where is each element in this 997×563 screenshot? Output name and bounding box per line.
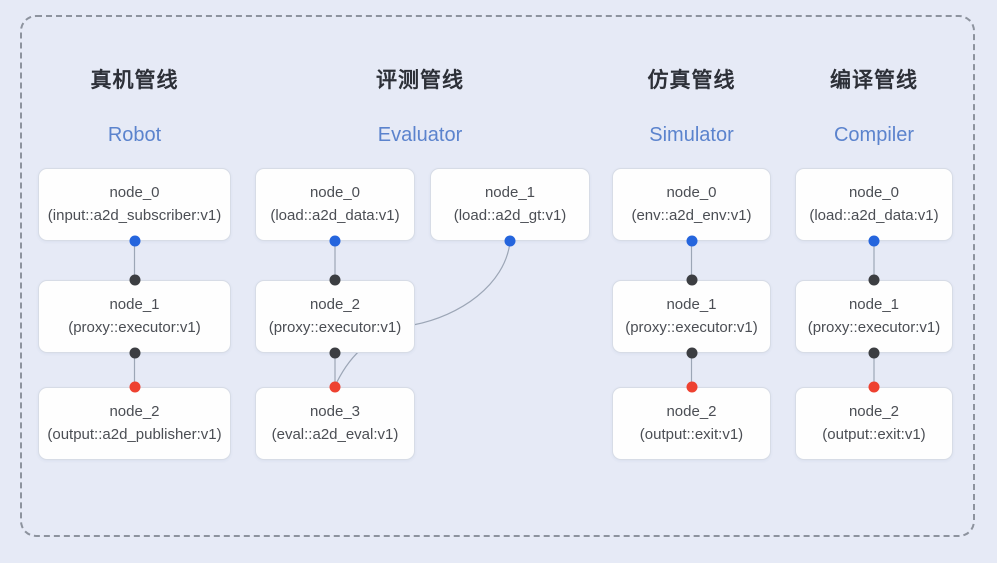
- node-detail: (eval::a2d_eval:v1): [271, 426, 399, 443]
- pipeline-title-en-simulator: Simulator: [649, 124, 734, 146]
- node-box-simulator-node_2: node_2 (output::exit:v1): [612, 387, 771, 460]
- pipeline-title-en-evaluator: Evaluator: [377, 124, 463, 146]
- output-port-dot: [686, 235, 697, 247]
- node-name: node_2: [666, 403, 717, 420]
- node-box-compiler-node_1: node_1 (proxy::executor:v1): [795, 280, 953, 353]
- node-box-evaluator-node_2: node_2 (proxy::executor:v1): [255, 280, 415, 353]
- input-port-dot: [129, 274, 140, 286]
- node-name: node_1: [484, 184, 536, 201]
- output-port-dot: [129, 347, 140, 359]
- node-detail: (proxy::executor:v1): [268, 319, 402, 336]
- node-name: node_0: [666, 184, 717, 201]
- node-box-evaluator-node_1: node_1 (load::a2d_gt:v1): [430, 168, 590, 241]
- node-box-simulator-node_1: node_1 (proxy::executor:v1): [612, 280, 771, 353]
- pipeline-title-en-robot: Robot: [107, 124, 162, 146]
- node-box-evaluator-node_0: node_0 (load::a2d_data:v1): [255, 168, 415, 241]
- node-box-evaluator-node_3: node_3 (eval::a2d_eval:v1): [255, 387, 415, 460]
- node-box-simulator-node_0: node_0 (env::a2d_env:v1): [612, 168, 771, 241]
- final-input-port-dot: [329, 381, 341, 393]
- node-detail: (proxy::executor:v1): [68, 319, 201, 336]
- pipeline-title-zh-compiler: 编译管线: [830, 69, 918, 92]
- node-detail: (load::a2d_data:v1): [270, 207, 400, 224]
- output-port-dot: [868, 347, 880, 359]
- node-detail: (output::a2d_publisher:v1): [47, 426, 222, 443]
- node-name: node_1: [666, 296, 717, 313]
- node-name: node_3: [309, 403, 361, 420]
- output-port-dot: [686, 347, 697, 359]
- final-input-port-dot: [868, 381, 880, 393]
- final-input-port-dot: [686, 381, 697, 393]
- node-detail: (output::exit:v1): [822, 426, 926, 443]
- node-name: node_1: [109, 296, 160, 313]
- node-detail: (proxy::executor:v1): [625, 319, 758, 336]
- output-port-dot: [504, 235, 516, 247]
- node-name: node_2: [848, 403, 900, 420]
- node-box-compiler-node_2: node_2 (output::exit:v1): [795, 387, 953, 460]
- output-port-dot: [868, 235, 880, 247]
- pipeline-title-zh-simulator: 仿真管线: [647, 69, 736, 92]
- node-name: node_0: [109, 184, 160, 201]
- pipeline-title-zh-evaluator: 评测管线: [376, 69, 464, 92]
- node-name: node_0: [309, 184, 361, 201]
- input-port-dot: [868, 274, 880, 286]
- node-box-compiler-node_0: node_0 (load::a2d_data:v1): [795, 168, 953, 241]
- node-detail: (load::a2d_data:v1): [809, 207, 939, 224]
- node-detail: (output::exit:v1): [639, 426, 744, 443]
- input-port-dot: [686, 274, 697, 286]
- dashed-border-frame: [20, 15, 975, 537]
- input-port-dot: [329, 274, 341, 286]
- output-port-dot: [129, 235, 140, 247]
- node-detail: (env::a2d_env:v1): [631, 207, 752, 224]
- node-name: node_1: [848, 296, 900, 313]
- node-box-robot-node_1: node_1 (proxy::executor:v1): [38, 280, 231, 353]
- node-name: node_2: [109, 403, 160, 420]
- pipeline-title-en-compiler: Compiler: [833, 124, 915, 146]
- output-port-dot: [329, 235, 341, 247]
- node-box-robot-node_2: node_2 (output::a2d_publisher:v1): [38, 387, 231, 460]
- node-detail: (input::a2d_subscriber:v1): [47, 207, 222, 224]
- node-name: node_2: [309, 296, 361, 313]
- node-name: node_0: [848, 184, 900, 201]
- node-detail: (proxy::executor:v1): [807, 319, 941, 336]
- node-box-robot-node_0: node_0 (input::a2d_subscriber:v1): [38, 168, 231, 241]
- pipeline-title-zh-robot: 真机管线: [90, 69, 179, 92]
- node-detail: (load::a2d_gt:v1): [453, 207, 567, 224]
- output-port-dot: [329, 347, 341, 359]
- final-input-port-dot: [129, 381, 140, 393]
